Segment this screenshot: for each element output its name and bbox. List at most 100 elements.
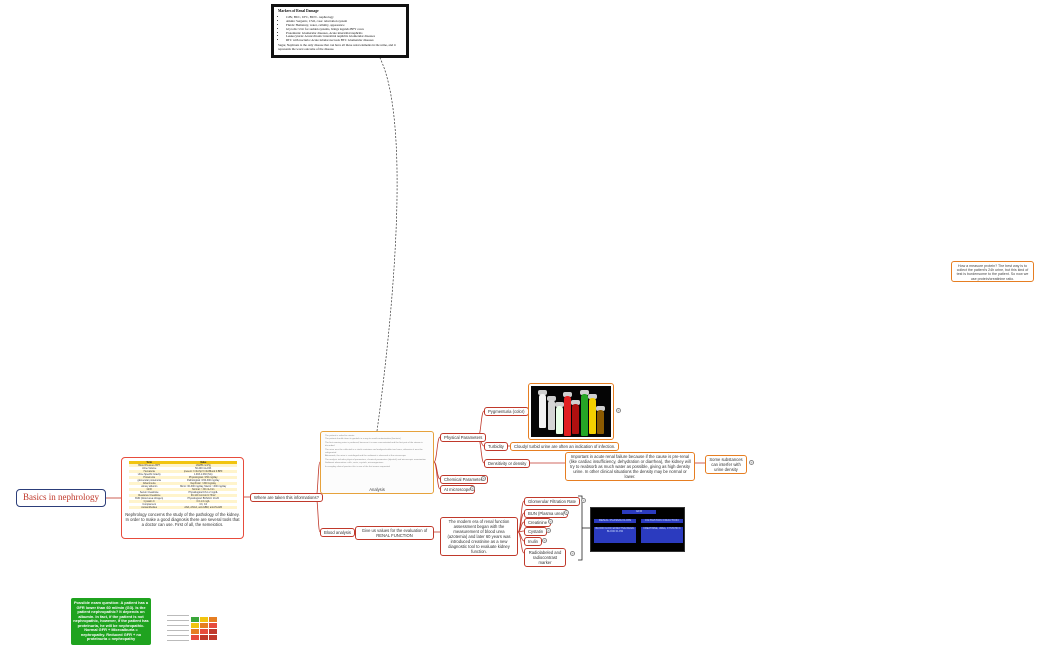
substances-note[interactable]: Some substances can interfer with urine … (705, 455, 747, 474)
expand-icon[interactable]: + (481, 476, 486, 481)
analysis-line: Sediment observation: cells, casts, crys… (325, 462, 384, 465)
where-informations-node[interactable]: Where are taken this informations? (250, 493, 323, 502)
exam-question-card[interactable]: Possible exam question: A patient has a … (71, 598, 151, 645)
turbidity-note[interactable]: Cloudy/ turbid urine are often an indica… (510, 442, 620, 451)
urine-tubes-photo (531, 386, 611, 437)
physical-parameters-node[interactable]: Physical Parameters (440, 433, 487, 442)
renal-function-item[interactable]: Inulin (524, 537, 543, 546)
table-cell: 130/85 mmHg (169, 464, 237, 467)
table-cell: Autoantibodies (128, 506, 170, 509)
kdigo-cell (200, 623, 208, 628)
expand-icon[interactable]: + (548, 519, 553, 524)
renal-function-item[interactable]: Creatinine (524, 518, 552, 527)
table-cell: glomerular proteinuria (137, 479, 161, 482)
reference-card-footer: Sugar, Nephrons is the only disease that… (278, 43, 396, 52)
table-cell: Urine Specific Gravity (137, 473, 161, 476)
root-topic[interactable]: Basics in nephrology (16, 489, 106, 507)
expand-icon[interactable]: + (542, 538, 547, 543)
reference-card-bullet: Atkins: Sergenic, CSO, case: reluctation… (286, 19, 402, 24)
turbidity-node[interactable]: Turbidity (484, 442, 508, 451)
kdigo-cell (200, 635, 208, 640)
expand-icon[interactable]: + (749, 460, 754, 465)
table-cell: Normal: > 90 mL/min (169, 488, 237, 491)
chemical-parameters-node[interactable]: Chemical Parameters (440, 475, 489, 484)
tube (548, 400, 555, 430)
table-cell: 0.6-1.0 mg/L (169, 500, 237, 503)
kdigo-cell (209, 623, 217, 628)
tube (539, 394, 546, 428)
kdigo-row-line (167, 640, 189, 641)
renal-function-item[interactable]: Cystatin (524, 527, 548, 536)
kdigo-cell (209, 617, 217, 622)
kdigo-row-line (167, 620, 189, 621)
table-cell: Hematuria (128, 470, 170, 473)
tube-cap (555, 402, 564, 407)
table-row: Complement C3, C4 (129, 503, 237, 506)
table-cell: Serum Creatinine (139, 491, 159, 494)
kdigo-table-image (157, 601, 221, 643)
table-row: urinary albumin Micro: 30-300 mg/day, Mac… (129, 485, 237, 488)
renal-function-item[interactable]: Glomerular Filtration Rate (524, 497, 580, 506)
kdigo-cell (191, 635, 199, 640)
table-cell: Nephrotic: >300 mg/day (169, 482, 237, 485)
renal-function-item[interactable]: Radiolabeled and radiocontrast marker (524, 548, 566, 567)
expand-icon[interactable]: + (546, 528, 551, 533)
reference-card-list: CrBr, BUC, UFC, BUN - nephrology Atkins:… (278, 15, 402, 43)
tube-cap (538, 390, 547, 395)
table-cell: BUN (blood urea nitrogen) (135, 497, 164, 500)
kdigo-cell (200, 629, 208, 634)
kdigo-cell (191, 617, 199, 622)
table-cell: Complement (142, 503, 156, 506)
kdigo-cell (209, 629, 217, 634)
renal-function-item[interactable]: BUN (Plasma urea) (524, 509, 569, 518)
gfr-diagram-image: GFR RENAL PLASMA FLOW FILTRATION FRACTIO… (590, 507, 685, 552)
reference-card-title: Markers of Renal Damage (278, 9, 319, 13)
analysis-line: The urine must be collected in a sterile… (325, 448, 423, 455)
density-node[interactable]: Densitivity or density (484, 459, 531, 468)
modern-era-node[interactable]: The modern era of renal function assessm… (440, 517, 518, 556)
tube (589, 398, 596, 434)
table-header: Term (128, 461, 170, 464)
table-cell: Albuminuria (128, 482, 170, 485)
expand-icon[interactable]: + (564, 510, 569, 515)
renal-function-values-node[interactable]: Give us values for the evaluation of REN… (355, 526, 434, 540)
pigmenturia-node[interactable]: Pygmenturia (color) (484, 407, 529, 416)
blood-analysis-node[interactable]: Blood analysis (320, 528, 356, 537)
kdigo-row-line (167, 615, 189, 616)
table-cell: Micro: 30-300 mg/day, Macro: >300 mg/day (180, 485, 227, 488)
expand-icon[interactable]: + (470, 486, 475, 491)
gfr-right-label: FILTRATION FRACTION (641, 518, 683, 523)
expand-icon[interactable]: + (570, 551, 575, 556)
tube (556, 406, 563, 434)
table-cell: Blood Pressure BPT (128, 464, 170, 467)
table-cell: 50-200 mL/24h (195, 467, 212, 470)
expand-icon[interactable]: + (616, 408, 621, 413)
reference-card-bullet: Glycolis: Uric for sudden systems, bring… (286, 27, 402, 32)
reference-card-renal-damage[interactable]: Markers of Renal Damage CrBr, BUC, UFC, … (271, 4, 409, 58)
kdigo-cell (209, 635, 217, 640)
density-note[interactable]: Important in acute renal failure because… (565, 452, 695, 481)
tube-cap (571, 400, 580, 405)
table-cell: Physiological 0.6-1.2 mg/dL (188, 491, 218, 494)
kdigo-row-line (167, 625, 189, 626)
table-cell: urinary albumin (141, 485, 158, 488)
protein-measure-note[interactable]: How a measure protein? The best way is t… (951, 261, 1034, 282)
analysis-caption: Analysis (369, 486, 385, 492)
gfr-label: GFR (622, 509, 656, 514)
table-cell: C3, C4 (199, 503, 207, 506)
gfr-left-label: RENAL PLASMA FLOW (594, 518, 636, 523)
kdigo-cell (200, 617, 208, 622)
expand-icon[interactable]: + (581, 498, 586, 503)
tube (581, 394, 588, 436)
tube-cap (580, 390, 589, 395)
